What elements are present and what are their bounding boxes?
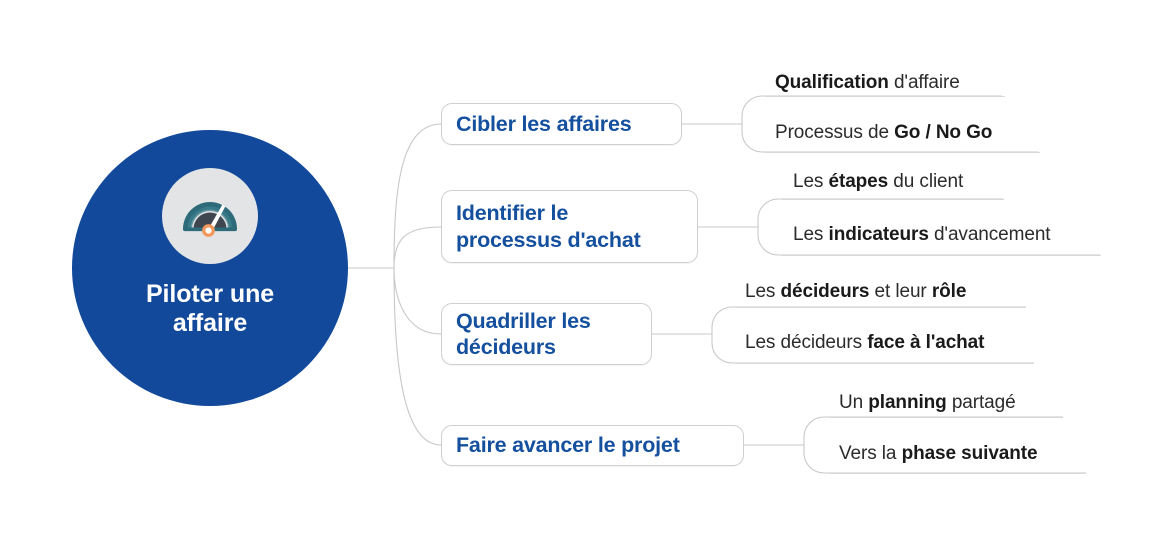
branch-label-3: Quadriller les décideurs <box>456 308 591 359</box>
wire-branch-4 <box>393 267 442 446</box>
subitem-rule-2-2 <box>782 255 1101 256</box>
subitem-text: du client <box>888 171 964 192</box>
subitem-text: Les <box>745 281 781 302</box>
subitem-4-1[interactable]: Un planning partagé <box>839 392 1016 415</box>
branch-label-2: Identifier le processus d'achat <box>456 201 641 252</box>
subitem-text: Processus de <box>775 122 895 143</box>
subitem-text: et leur <box>869 281 932 302</box>
subitem-text: indicateurs <box>828 224 929 245</box>
subitem-text: Vers la <box>839 443 902 464</box>
subitem-rule-1-2 <box>765 152 1040 153</box>
subitem-text: Les <box>793 224 829 245</box>
branch-node-2[interactable]: Identifier le processus d'achat <box>441 190 698 263</box>
subitem-1-2[interactable]: Processus de Go / No Go <box>775 122 992 145</box>
subitem-text: Go / No Go <box>894 122 993 143</box>
branch-node-4[interactable]: Faire avancer le projet <box>441 425 744 466</box>
subitem-rule-1-1 <box>765 96 1005 97</box>
gauge-icon <box>162 168 258 264</box>
subitem-2-2[interactable]: Les indicateurs d'avancement <box>793 224 1051 247</box>
subitem-3-1[interactable]: Les décideurs et leur rôle <box>745 281 966 304</box>
root-node[interactable]: Piloter une affaire <box>72 130 348 406</box>
branch-node-3[interactable]: Quadriller les décideurs <box>441 303 652 365</box>
subitem-text: Les décideurs <box>745 332 868 353</box>
subitem-text: d'affaire <box>888 72 960 93</box>
subitem-rule-3-2 <box>736 363 1034 364</box>
subitem-text: planning <box>868 392 947 413</box>
subitem-text: d'avancement <box>928 224 1051 245</box>
subitem-text: phase suivante <box>901 443 1038 464</box>
branch-label-4: Faire avancer le projet <box>456 433 680 458</box>
subitem-text: Qualification <box>775 72 889 93</box>
subitem-text: Un <box>839 392 869 413</box>
subitem-text: étapes <box>828 171 889 192</box>
subitem-3-2[interactable]: Les décideurs face à l'achat <box>745 332 984 355</box>
subitem-text: décideurs <box>780 281 870 302</box>
subitem-text: partagé <box>946 392 1016 413</box>
subitem-text: Les <box>793 171 829 192</box>
subitem-rule-3-1 <box>736 307 1026 308</box>
wire-branch-2 <box>393 226 442 269</box>
branch-label-1: Cibler les affaires <box>456 111 632 136</box>
subitem-rule-2-1 <box>782 199 1004 200</box>
branch-node-1[interactable]: Cibler les affaires <box>441 103 682 145</box>
subitem-2-1[interactable]: Les étapes du client <box>793 171 963 194</box>
subitem-4-2[interactable]: Vers la phase suivante <box>839 443 1038 466</box>
subitem-text: rôle <box>931 281 967 302</box>
subitem-rule-4-2 <box>829 473 1086 474</box>
subitem-1-1[interactable]: Qualification d'affaire <box>775 72 960 95</box>
wire-branch-3 <box>393 267 442 335</box>
subitem-rule-4-1 <box>829 417 1063 418</box>
subitem-text: face à l'achat <box>867 332 985 353</box>
wire-branch-1 <box>393 123 442 269</box>
root-label: Piloter une affaire <box>145 280 275 337</box>
